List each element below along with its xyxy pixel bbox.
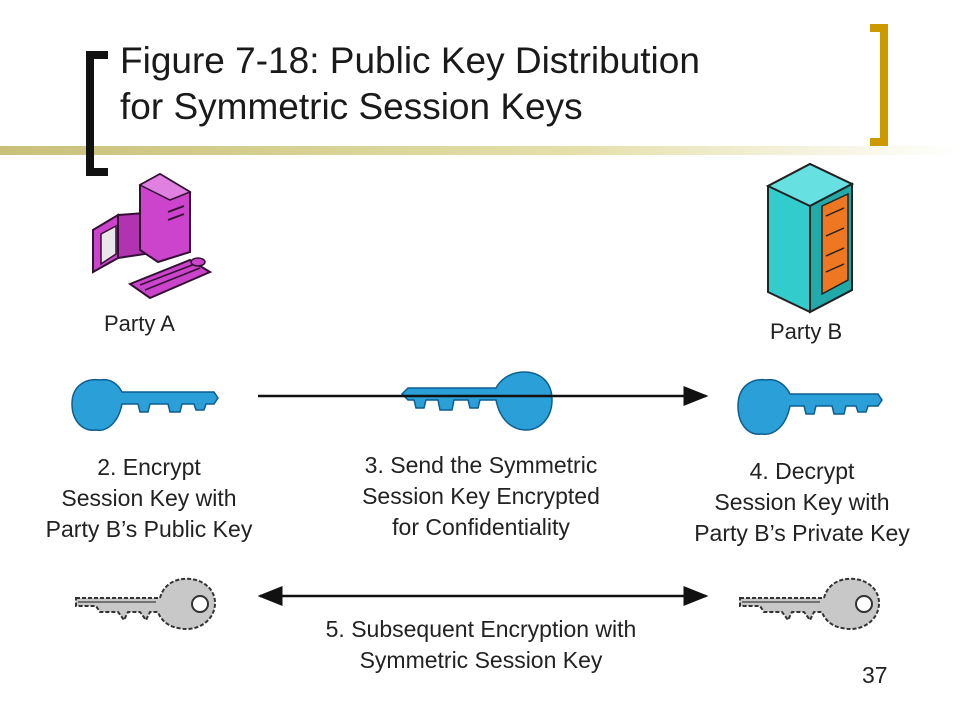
- party-b-label: Party B: [770, 319, 843, 344]
- left-bracket: [86, 51, 108, 176]
- step-4-text: 4. Decrypt Session Key with Party B’s Pr…: [694, 458, 910, 546]
- step-3-text: 3. Send the Symmetric Session Key Encryp…: [362, 452, 600, 540]
- private-key-icon: [737, 378, 883, 435]
- title-line-2: for Symmetric Session Keys: [120, 86, 583, 127]
- step-5-text: 5. Subsequent Encryption with Symmetric …: [325, 616, 637, 673]
- slide-title: Figure 7-18: Public Key Distribution for…: [120, 38, 880, 130]
- public-key-icon-left: [71, 378, 219, 432]
- title-underline: [0, 146, 960, 155]
- step-2-text: 2. Encrypt Session Key with Party B’s Pu…: [45, 454, 253, 542]
- page-number: 37: [862, 662, 888, 688]
- public-key-icon-middle: [400, 371, 553, 431]
- right-bracket: [870, 24, 888, 146]
- session-key-icon-right: [739, 577, 880, 630]
- computer-icon: [92, 172, 213, 300]
- session-key-icon-left: [75, 577, 216, 630]
- title-line-1: Figure 7-18: Public Key Distribution: [120, 40, 700, 81]
- server-icon: [765, 162, 855, 314]
- party-a-label: Party A: [104, 311, 175, 336]
